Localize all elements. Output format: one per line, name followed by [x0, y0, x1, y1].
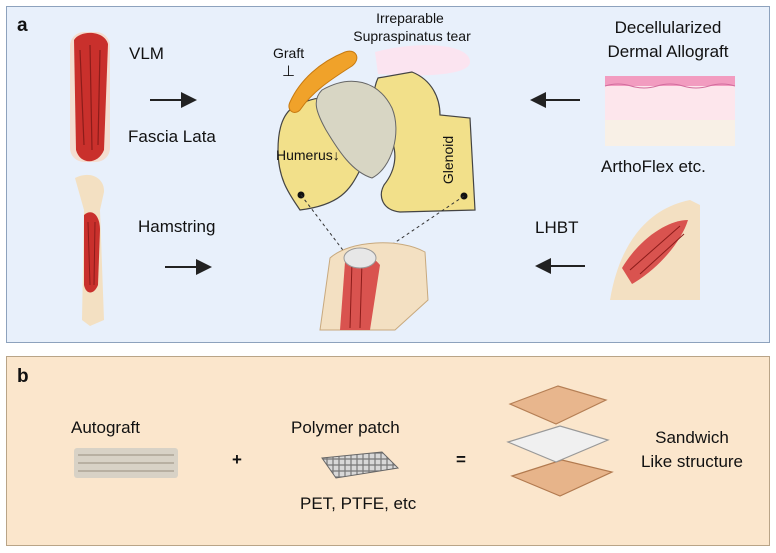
vlm-label: VLM — [129, 44, 164, 63]
graft-pointer-glyph: ⊥ — [282, 63, 296, 80]
supraspinatus-tear-shape — [375, 45, 470, 76]
panel-a-label: a — [17, 15, 28, 36]
polymer-examples-label: PET, PTFE, etc — [300, 494, 417, 513]
fascia-lata-label: Fascia Lata — [128, 127, 216, 146]
humerus-label: Humerus↓ — [276, 147, 340, 163]
polymer-patch-label: Polymer patch — [291, 418, 400, 437]
glenoid-label: Glenoid — [440, 135, 457, 185]
arthoflex-label: ArthoFlex etc. — [601, 157, 706, 176]
irreparable-label-line1: Irreparable — [376, 10, 444, 26]
autograft-strip — [74, 448, 178, 478]
leg-hamstring-illustration — [75, 174, 105, 326]
decellularized-label: Decellularized — [614, 18, 722, 37]
dermal-allograft-illustration — [604, 76, 736, 146]
plus-sign: + — [232, 450, 242, 469]
graft-label: Graft — [273, 45, 305, 61]
shoulder-illustration — [319, 242, 429, 331]
sandwich-label-line1: Sandwich — [655, 428, 729, 447]
humerus-text: Humerus — [276, 147, 333, 163]
dermal-allograft-label: Dermal Allograft — [607, 42, 729, 61]
thigh-muscle-illustration — [70, 32, 110, 162]
graft-shape — [288, 50, 358, 113]
humerus-dashed-line — [300, 194, 353, 263]
autograft-label: Autograft — [71, 418, 140, 437]
panel-b-label: b — [17, 366, 29, 387]
sandwich-structure — [506, 385, 614, 497]
hamstring-label: Hamstring — [138, 217, 216, 236]
sandwich-label-line2: Like structure — [640, 452, 744, 471]
lhbt-arm-illustration — [610, 200, 700, 300]
down-arrow-icon: ↓ — [332, 147, 340, 163]
polymer-patch-mesh — [321, 451, 400, 479]
equals-sign: = — [456, 450, 466, 469]
lhbt-label: LHBT — [535, 218, 579, 237]
humeral-head-shape — [315, 80, 397, 179]
irreparable-label-line2: Supraspinatus tear — [353, 28, 471, 44]
